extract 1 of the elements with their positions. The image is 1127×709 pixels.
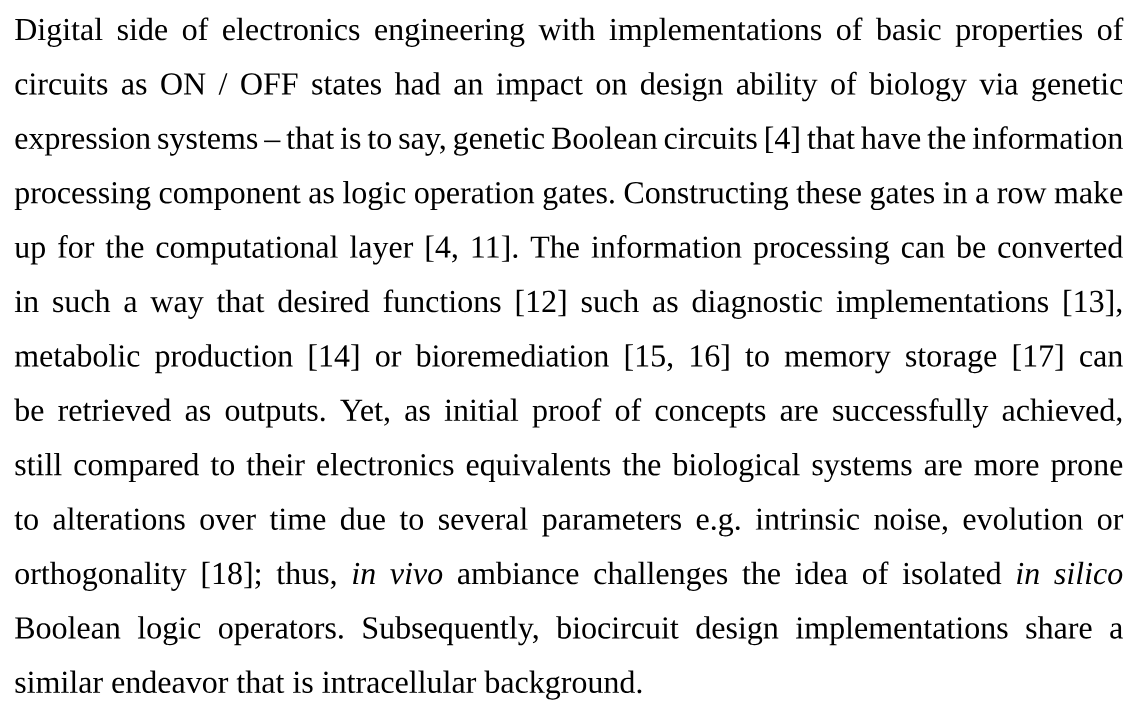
paragraph: Digital side of electronics engineering with implementations of basic properties of circuits as ON / OFF states had an impact on design ability of biology via genetic expression systems – that is to say, genetic Boolean circuits [4] that have the information processing component as logic operation gates. Constructing these gates in a row make up for the computational layer [4, 11]. The information processing can be converted in such a way that desired functions [12] such as diagnostic implementations [13], metabolic production [14] or bioremediation [15, 16] to memory storage [17] can be retrieved as outputs. Yet, as initial proof of concepts are successfully achieved, still compared to their electronics equivalents the biological systems are more prone to alterations over time due to several parameters e.g. intrinsic noise, evolution or orthogonality [18]; thus, in vivo ambiance challenges the idea of isolated in silico Boolean logic operators. Subsequently, biocircuit design implementations share a similar endeavor that is intracellular background. bbox=[14, 17, 1124, 700]
